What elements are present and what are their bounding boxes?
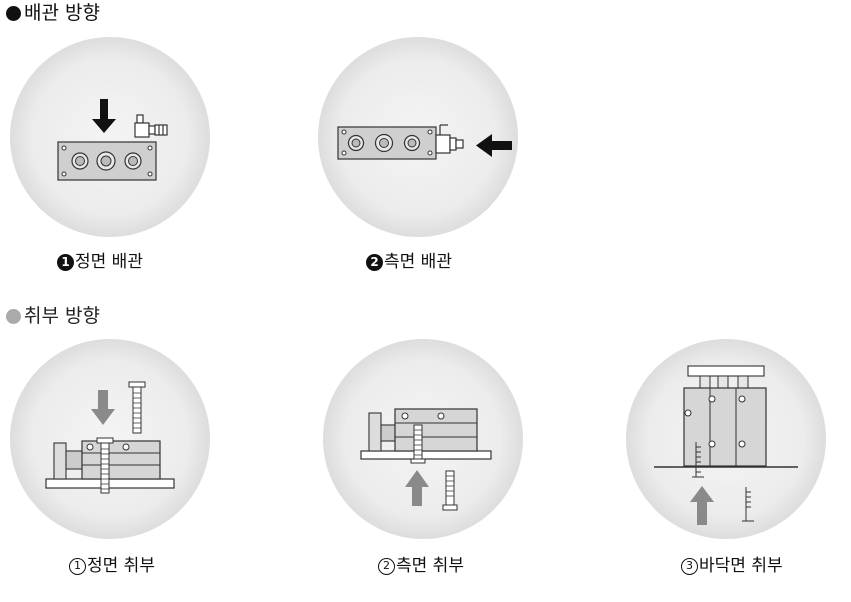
port-center <box>96 151 116 171</box>
port-center <box>374 133 394 153</box>
mounting-title-text: 취부 방향 <box>24 305 100 327</box>
port-left <box>71 152 89 170</box>
front-mounting-illustration <box>10 339 210 539</box>
fitting-icon <box>134 114 168 138</box>
outlined-number-badge: 2 <box>378 557 395 575</box>
bolt-icon <box>96 437 114 494</box>
mounting-section-title: 취부 방향 <box>6 305 100 327</box>
left-arrow-icon <box>476 134 512 157</box>
down-arrow-icon <box>91 390 115 425</box>
down-arrow-icon <box>92 99 116 133</box>
bolt-icon <box>442 470 458 511</box>
up-arrow-icon <box>405 470 429 506</box>
front-piping-label: 정면 배관 <box>75 252 143 272</box>
piping-title-text: 배관 방향 <box>24 2 100 24</box>
up-arrow-icon <box>690 486 714 525</box>
side-mounting-caption: 2 측면 취부 <box>378 556 464 576</box>
front-piping-illustration <box>10 37 210 237</box>
outlined-number-badge: 1 <box>69 557 86 575</box>
port-right <box>403 134 421 152</box>
black-bullet-icon <box>6 5 21 21</box>
actuator-body <box>81 440 161 480</box>
mounting-plate <box>360 450 492 460</box>
filled-number-badge: 2 <box>366 253 383 271</box>
side-piping-caption: 2 측면 배관 <box>366 252 452 272</box>
actuator-body <box>394 408 478 452</box>
side-mounting-illustration <box>323 339 523 539</box>
bolt-icon <box>742 487 754 522</box>
side-piping-illustration <box>318 37 518 237</box>
port-right <box>124 152 142 170</box>
side-mounting-label: 측면 취부 <box>396 556 464 576</box>
front-mounting-label: 정면 취부 <box>87 556 155 576</box>
filled-number-badge: 1 <box>57 253 74 271</box>
port-left <box>347 134 365 152</box>
bolt-icon <box>128 381 146 434</box>
bolt-icon <box>410 424 426 464</box>
piping-section-title: 배관 방향 <box>6 2 100 24</box>
mounting-plate <box>45 478 175 489</box>
fitting-icon <box>435 124 464 154</box>
outlined-number-badge: 3 <box>681 557 698 575</box>
actuator-body <box>683 387 767 467</box>
side-piping-label: 측면 배관 <box>384 252 452 272</box>
front-mounting-caption: 1 정면 취부 <box>69 556 155 576</box>
bottom-mounting-label: 바닥면 취부 <box>699 556 783 576</box>
gray-bullet-icon <box>6 308 21 324</box>
bolt-icon <box>692 442 704 478</box>
bottom-mounting-caption: 3 바닥면 취부 <box>681 556 783 576</box>
bottom-mounting-illustration <box>626 339 826 539</box>
front-piping-caption: 1 정면 배관 <box>57 252 143 272</box>
